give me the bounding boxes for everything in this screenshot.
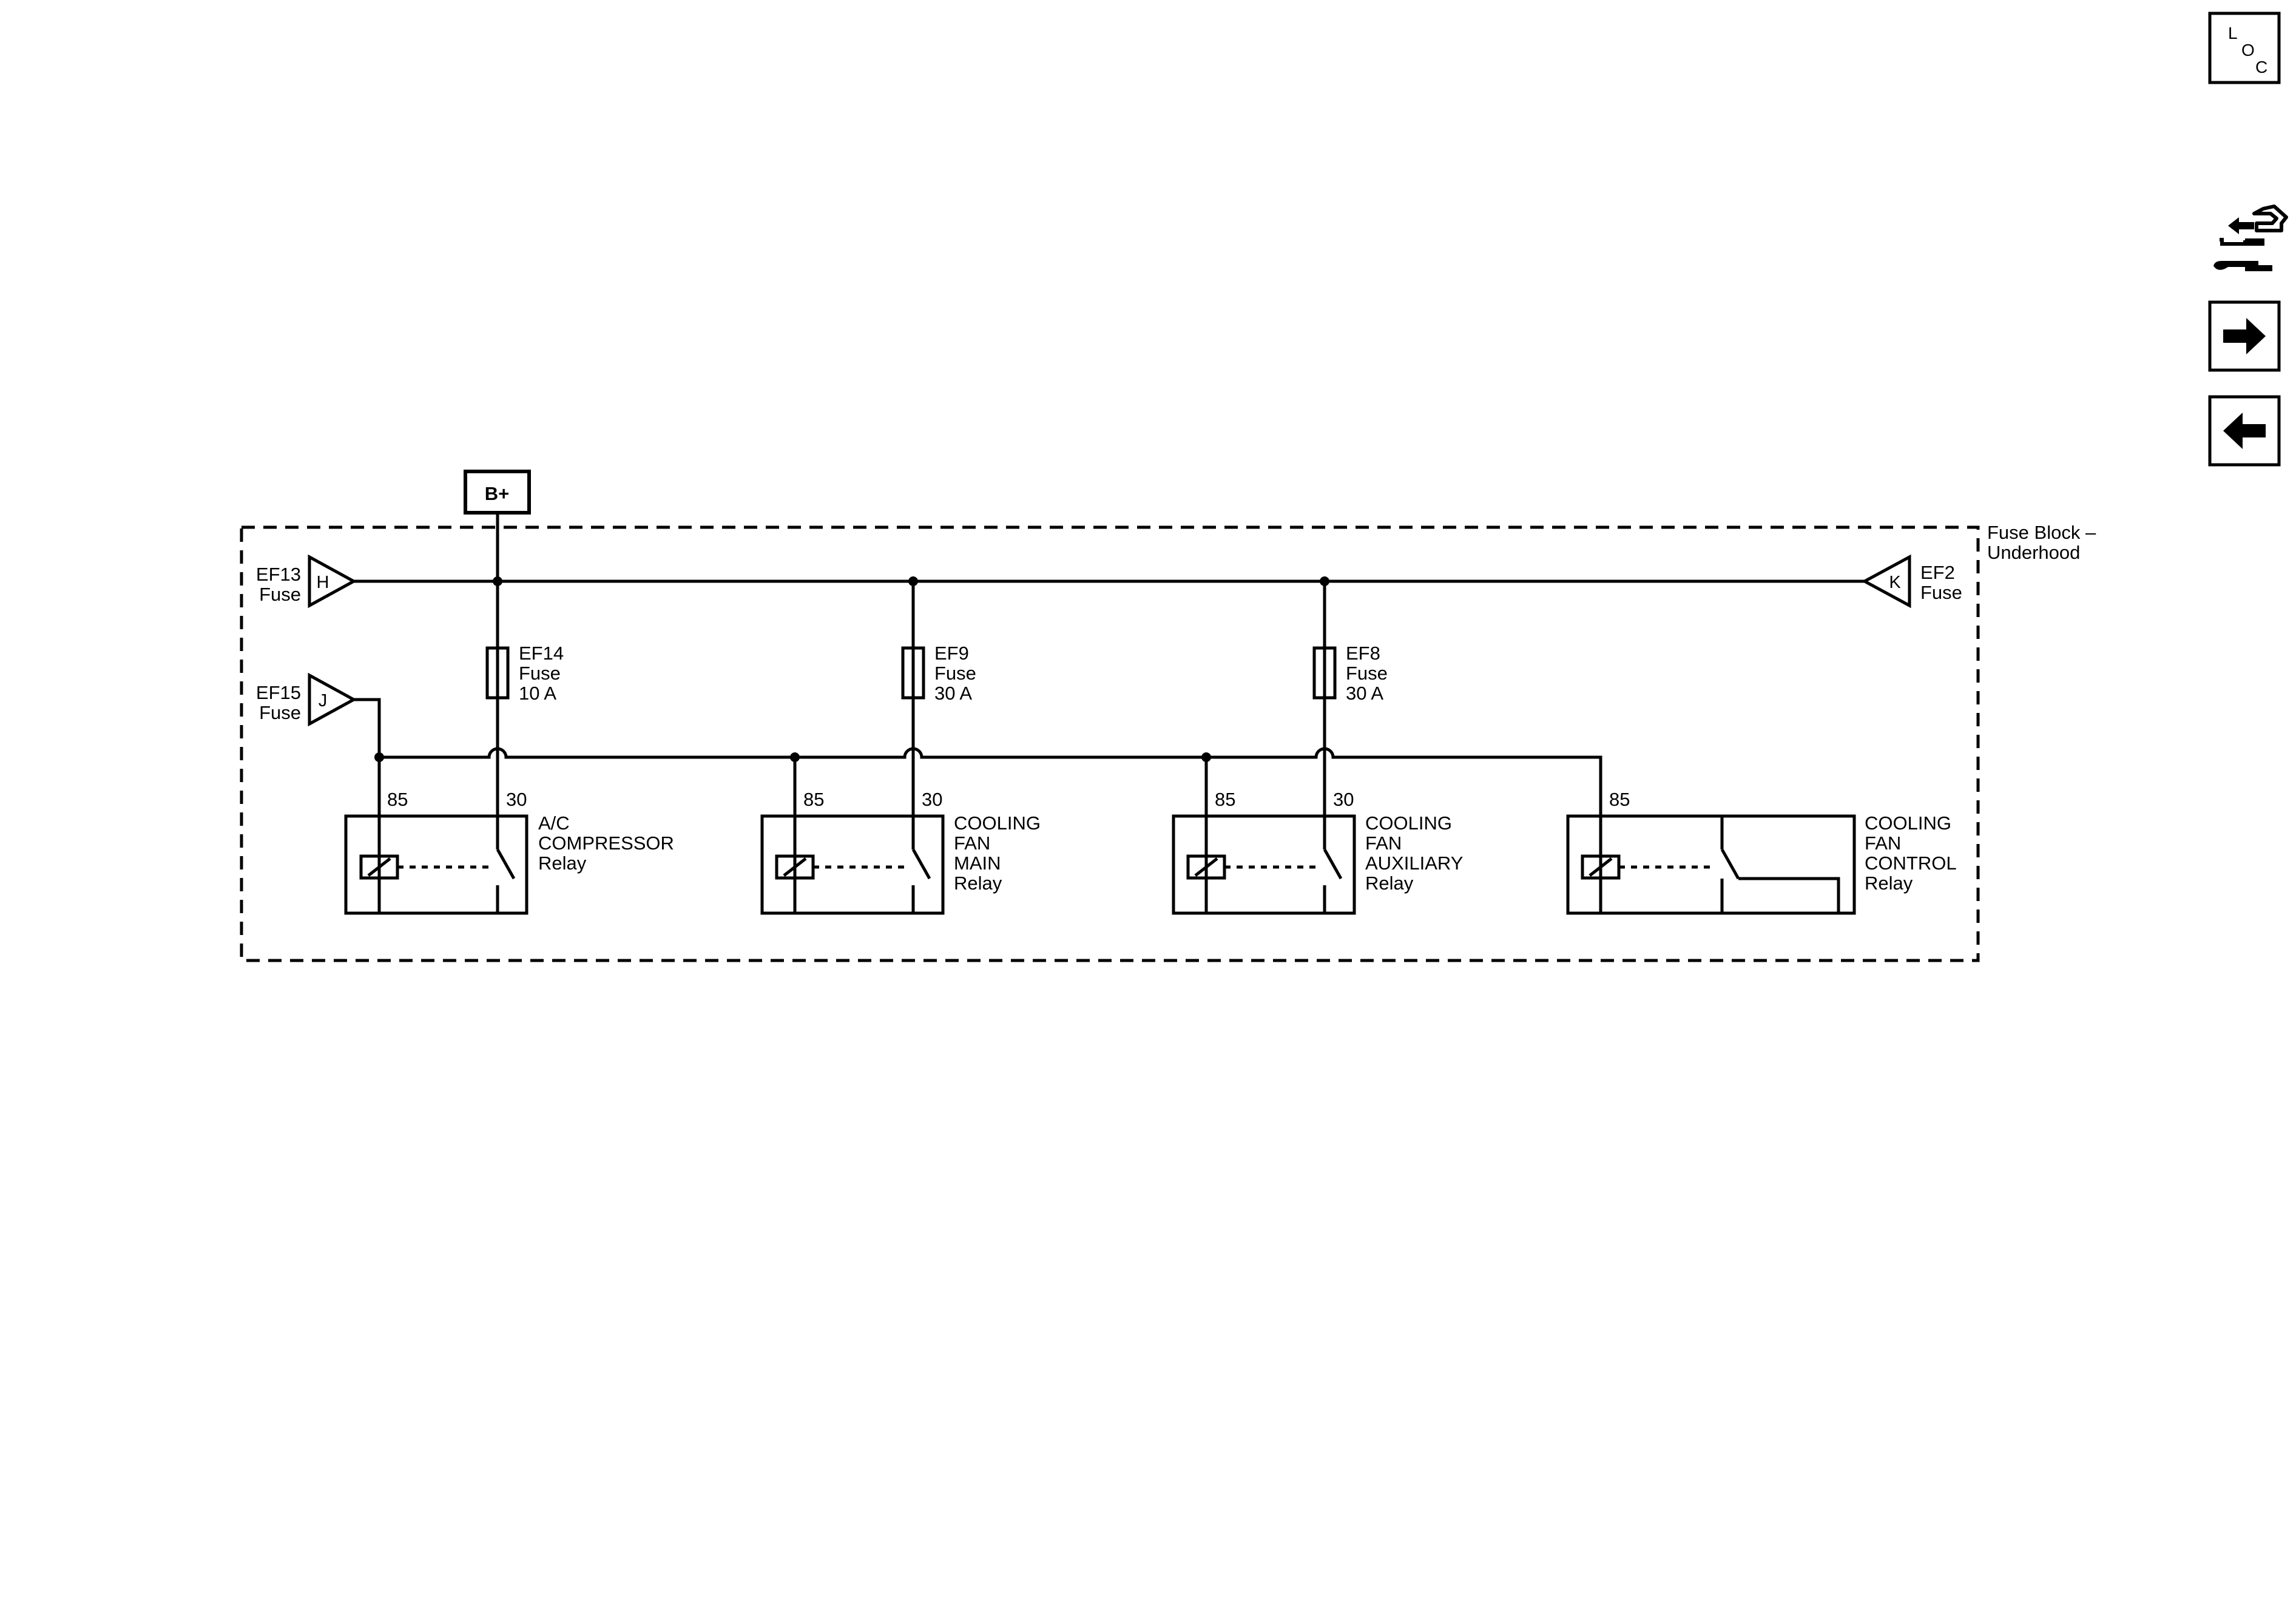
- relay-switch-contact: [911, 848, 931, 880]
- next-page-arrow-icon: [2223, 318, 2266, 354]
- relay-housing: [1172, 814, 1356, 915]
- loc-button-frame: [2208, 12, 2281, 84]
- b-plus-label: B+: [485, 483, 510, 504]
- fuse-block-enclosure: [240, 525, 1980, 962]
- relay-pin-85-label: 85: [803, 789, 824, 810]
- loc-letter-c: C: [2255, 58, 2267, 76]
- relay-housing: [760, 814, 945, 915]
- relay-label-line-3: Relay: [538, 852, 587, 874]
- enclosure-label-line-1: Fuse Block –: [1987, 522, 2096, 543]
- relay-label-line-2: FAN: [1365, 832, 1402, 854]
- loc-button[interactable]: L O C: [2208, 12, 2281, 84]
- previous-page-button-frame: [2208, 395, 2281, 467]
- next-page-button[interactable]: [2208, 300, 2281, 372]
- relay-label-line-3: CONTROL: [1865, 852, 1957, 874]
- connector-k-name-line-1: EF2: [1920, 562, 1955, 583]
- relay-label-line-4: Relay: [1365, 873, 1414, 894]
- relay-housing: [344, 814, 528, 915]
- relay-coil-slash: [1589, 857, 1613, 877]
- fuse-ef14-label-line-2: Fuse: [519, 663, 561, 684]
- fuse-ef9-label-line-3: 30 A: [934, 683, 972, 704]
- relay-label-line-4: Relay: [1865, 873, 1913, 894]
- connector-h-triangle: [308, 554, 357, 609]
- relay-coil-slash: [783, 857, 807, 877]
- relay-cooling-fan-auxiliary: 85 30 COOLING FAN AUXILIARY Relay: [1172, 757, 1463, 915]
- fuse-ef8-label-line-1: EF8: [1346, 643, 1380, 664]
- connector-k-letter: K: [1889, 573, 1901, 592]
- relay-switch-contact: [1720, 848, 1740, 880]
- relay-label-line-1: A/C: [538, 812, 570, 834]
- relay-switch-output-wire: [1738, 877, 1840, 913]
- relay-cooling-fan-control: 85 COOLING FAN CONTROL Relay: [1566, 789, 1957, 915]
- relay-label-line-2: COMPRESSOR: [538, 832, 674, 854]
- next-page-button-frame: [2208, 300, 2281, 372]
- enclosure-label-line-2: Underhood: [1987, 542, 2080, 563]
- previous-page-button[interactable]: [2208, 395, 2281, 467]
- relay-pin-30-label: 30: [922, 789, 942, 810]
- j-feed-wire: [354, 698, 381, 757]
- relay-coil-slash: [367, 857, 391, 877]
- connector-h-name-line-1: EF13: [256, 564, 301, 585]
- relay-pin-85-label: 85: [387, 789, 408, 810]
- relay-cooling-fan-main: 85 30 COOLING FAN MAIN Relay: [760, 757, 1041, 915]
- relay-label-line-2: FAN: [954, 832, 990, 854]
- relay-pin-85-label: 85: [1215, 789, 1235, 810]
- relay-pin-30-label: 30: [506, 789, 527, 810]
- lower-bus-wire: [379, 747, 1602, 816]
- component-views-icon: [2213, 204, 2288, 271]
- relay-switch-contact: [1323, 848, 1343, 880]
- connector-j-triangle: [308, 672, 357, 727]
- relay-label-line-2: FAN: [1865, 832, 1901, 854]
- connector-h-letter: H: [317, 573, 329, 592]
- relay-label-line-3: AUXILIARY: [1365, 852, 1463, 874]
- previous-page-arrow-icon: [2223, 413, 2266, 449]
- fuse-ef9-label-line-2: Fuse: [934, 663, 976, 684]
- connector-k-triangle: [1861, 554, 1911, 609]
- connector-j-name-line-1: EF15: [256, 682, 301, 703]
- relay-ac-compressor: 85 30 A/C COMPRESSOR Relay: [344, 757, 674, 915]
- relay-label-line-1: COOLING: [954, 812, 1041, 834]
- fuse-ef14-label-line-3: 10 A: [519, 683, 556, 704]
- relay-pin-30-label: 30: [1333, 789, 1354, 810]
- connector-j-name-line-2: Fuse: [259, 702, 301, 723]
- fuse-ef14-label-line-1: EF14: [519, 643, 564, 664]
- connector-h-name-line-2: Fuse: [259, 584, 301, 605]
- fuse-ef8-label-line-3: 30 A: [1346, 683, 1383, 704]
- relay-switch-contact: [496, 848, 516, 880]
- relay-label-line-3: MAIN: [954, 852, 1001, 874]
- relay-housing: [1566, 814, 1856, 915]
- relay-label-line-1: COOLING: [1365, 812, 1452, 834]
- component-views-button[interactable]: [2213, 204, 2288, 271]
- relay-label-line-1: COOLING: [1865, 812, 1951, 834]
- connector-k-name-line-2: Fuse: [1920, 582, 1962, 603]
- loc-letter-l: L: [2228, 24, 2238, 42]
- relay-label-line-4: Relay: [954, 873, 1002, 894]
- relay-pin-85-label: 85: [1609, 789, 1630, 810]
- fuse-ef9-label-line-1: EF9: [934, 643, 969, 664]
- loc-letter-o: O: [2241, 41, 2255, 59]
- connector-j-letter: J: [319, 691, 328, 711]
- fuse-ef8-label-line-2: Fuse: [1346, 663, 1388, 684]
- relay-coil-slash: [1194, 857, 1218, 877]
